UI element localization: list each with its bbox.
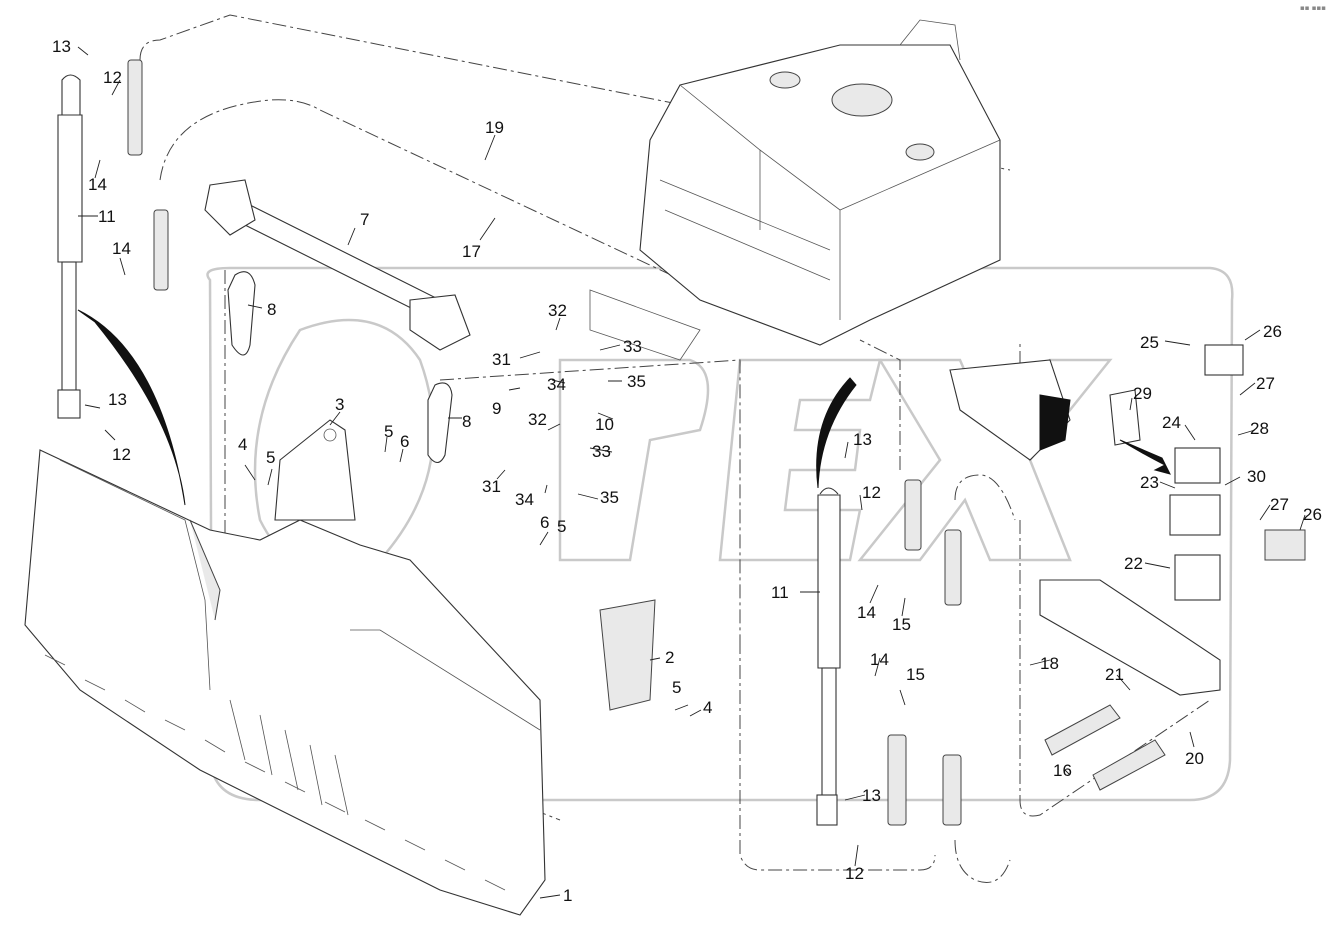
callout-c32a: 32	[548, 301, 567, 320]
callout-c13d: 13	[862, 786, 881, 805]
callout-c31a: 31	[492, 350, 511, 369]
callout-c7: 7	[360, 210, 369, 229]
callout-c12c: 12	[862, 483, 881, 502]
link-arms	[227, 271, 453, 464]
shaft	[204, 179, 471, 351]
callout-c27b: 27	[1270, 495, 1289, 514]
callout-c27a: 27	[1256, 374, 1275, 393]
mounting-bracket	[274, 419, 356, 521]
callout-c14c: 14	[857, 603, 876, 622]
corner-mark: ▪▪ ▪▪▪	[1300, 4, 1326, 12]
callout-c8b: 8	[462, 412, 471, 431]
callout-c29: 29	[1133, 384, 1152, 403]
callout-c28: 28	[1250, 419, 1269, 438]
callout-c21: 21	[1105, 665, 1124, 684]
callout-c14a: 14	[88, 175, 107, 194]
callout-c13c: 13	[853, 430, 872, 449]
callout-c14b: 14	[112, 239, 131, 258]
leader-lines	[77, 46, 1306, 899]
callout-c15b: 15	[906, 665, 925, 684]
callout-c4: 4	[238, 435, 247, 454]
hydraulic-cylinders	[57, 74, 841, 826]
callout-c33b: 33	[592, 442, 611, 461]
callout-c6a: 6	[400, 432, 409, 451]
callout-c13b: 13	[108, 390, 127, 409]
callout-c2: 2	[665, 648, 674, 667]
bucket-teeth	[44, 654, 506, 891]
callout-c18: 18	[1040, 654, 1059, 673]
callout-c6b: 6	[540, 513, 549, 532]
callout-c25: 25	[1140, 333, 1159, 352]
callout-c16: 16	[1053, 761, 1072, 780]
callout-c34a: 34	[547, 375, 566, 394]
bucket	[24, 449, 656, 916]
callout-c31b: 31	[482, 477, 501, 496]
callout-c11b: 11	[771, 583, 789, 602]
callout-c22: 22	[1124, 554, 1143, 573]
callout-c3: 3	[335, 395, 344, 414]
callout-c1: 1	[563, 886, 572, 905]
callout-c19: 19	[485, 118, 504, 137]
callout-c26b: 26	[1303, 505, 1322, 524]
callout-c4b: 4	[703, 698, 712, 717]
callout-c10: 10	[595, 415, 614, 434]
callout-c35a: 35	[627, 372, 646, 391]
callout-c23: 23	[1140, 473, 1159, 492]
machine-frame	[589, 19, 1001, 361]
callout-c12b: 12	[112, 445, 131, 464]
callout-c5b: 5	[384, 422, 393, 441]
callout-c32b: 32	[528, 410, 547, 429]
callout-c17: 17	[462, 242, 481, 261]
callout-c13a: 13	[52, 37, 71, 56]
callout-c14d: 14	[870, 650, 889, 669]
callout-c12a: 12	[103, 68, 122, 87]
callout-c33a: 33	[623, 337, 642, 356]
callout-c15a: 15	[892, 615, 911, 634]
callout-c35b: 35	[600, 488, 619, 507]
callout-c26a: 26	[1263, 322, 1282, 341]
callout-c20: 20	[1185, 749, 1204, 768]
callout-c5c: 5	[557, 517, 566, 536]
callout-c11a: 11	[98, 207, 116, 226]
callout-c34b: 34	[515, 490, 534, 509]
callout-c12d: 12	[845, 864, 864, 883]
callout-c30: 30	[1247, 467, 1266, 486]
callout-c9: 9	[492, 399, 501, 418]
callout-c8a: 8	[267, 300, 276, 319]
callout-c5a: 5	[266, 448, 275, 467]
motion-arrows	[77, 309, 1171, 506]
callout-c5d: 5	[672, 678, 681, 697]
valve-assembly	[949, 344, 1306, 696]
hoses	[127, 59, 1166, 826]
callout-c24: 24	[1162, 413, 1181, 432]
